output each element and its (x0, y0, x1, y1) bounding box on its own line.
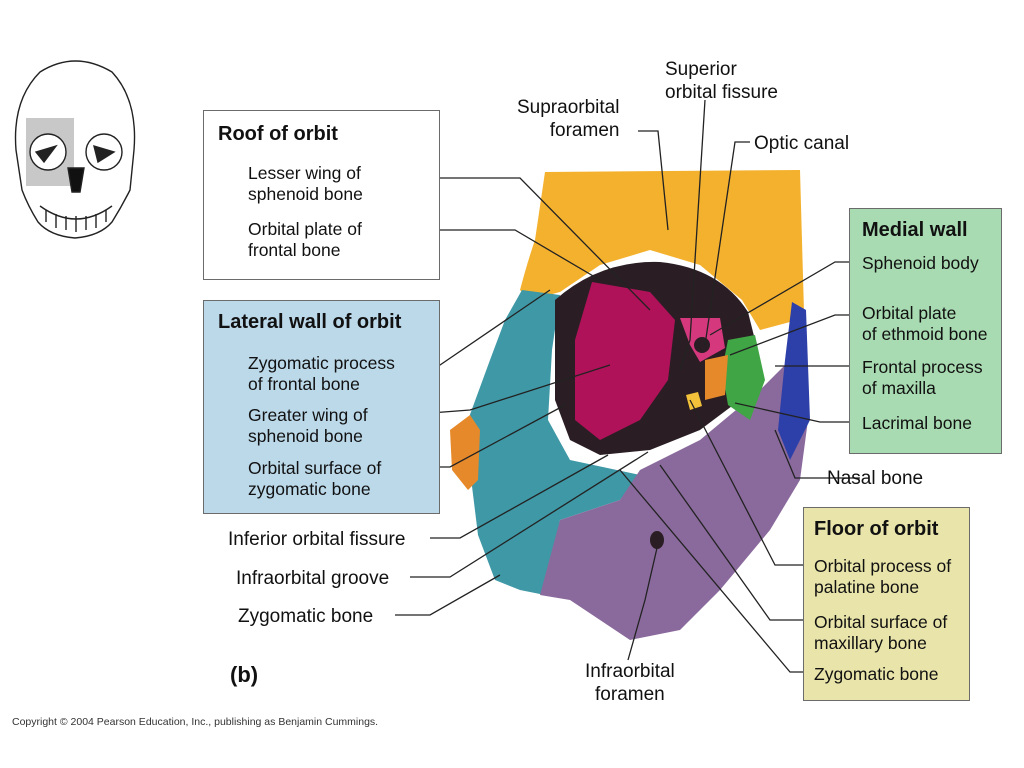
label-orbital-surface-zygomatic: Orbital surface of zygomatic bone (248, 458, 382, 499)
label-optic-canal: Optic canal (754, 133, 850, 154)
label-supraorbital-foramen: Supraorbital foramen (517, 97, 620, 141)
label-orbital-plate-frontal: Orbital plate of frontal bone (248, 219, 362, 260)
label-orbital-plate-ethmoid: Orbital plate of ethmoid bone (862, 303, 988, 344)
skull-thumbnail (14, 60, 136, 239)
label-zygomatic-process-frontal: Zygomatic process of frontal bone (248, 353, 395, 394)
label-superior-orbital-fissure: Superior orbital fissure (665, 59, 778, 103)
frontal-bone-shape (520, 170, 804, 330)
label-infraorbital-foramen: Infraorbital foramen (585, 661, 675, 705)
lateral-wall-title: Lateral wall of orbit (218, 311, 402, 333)
roof-of-orbit-box: Roof of orbit Lesser wing of sphenoid bo… (203, 110, 440, 280)
floor-of-orbit-title: Floor of orbit (814, 518, 939, 540)
label-greater-wing-sphenoid: Greater wing of sphenoid bone (248, 405, 368, 446)
lacrimal-shape (705, 355, 728, 400)
medial-wall-box: Medial wall Sphenoid body Orbital plate … (849, 208, 1002, 454)
floor-of-orbit-box: Floor of orbit Orbital process of palati… (803, 507, 970, 701)
label-orbital-process-palatine: Orbital process of palatine bone (814, 556, 952, 597)
label-lacrimal-bone: Lacrimal bone (862, 413, 972, 433)
label-infraorbital-groove: Infraorbital groove (236, 568, 390, 589)
medial-wall-title: Medial wall (862, 219, 968, 241)
label-floor-zygomatic-bone: Zygomatic bone (814, 664, 939, 684)
label-frontal-process-maxilla: Frontal process of maxilla (862, 357, 983, 398)
copyright-notice: Copyright © 2004 Pearson Education, Inc.… (12, 716, 379, 728)
label-sphenoid-body: Sphenoid body (862, 253, 979, 273)
label-lesser-wing-sphenoid: Lesser wing of sphenoid bone (248, 163, 363, 204)
label-nasal-bone: Nasal bone (827, 468, 924, 489)
nasal-bone-shape (778, 302, 810, 460)
zygomatic-tip-shape (450, 415, 480, 490)
label-orbital-surface-maxillary: Orbital surface of maxillary bone (814, 612, 948, 653)
lateral-wall-box: Lateral wall of orbit Zygomatic process … (203, 300, 440, 514)
label-zygomatic-bone: Zygomatic bone (238, 606, 374, 627)
label-inferior-orbital-fissure: Inferior orbital fissure (228, 529, 406, 550)
greater-wing-shape (575, 282, 675, 440)
zygomatic-bone-shape (468, 290, 640, 595)
roof-of-orbit-title: Roof of orbit (218, 123, 338, 145)
panel-letter: (b) (230, 662, 259, 687)
ethmoid-shape (722, 335, 765, 420)
maxilla-shape (540, 360, 808, 640)
